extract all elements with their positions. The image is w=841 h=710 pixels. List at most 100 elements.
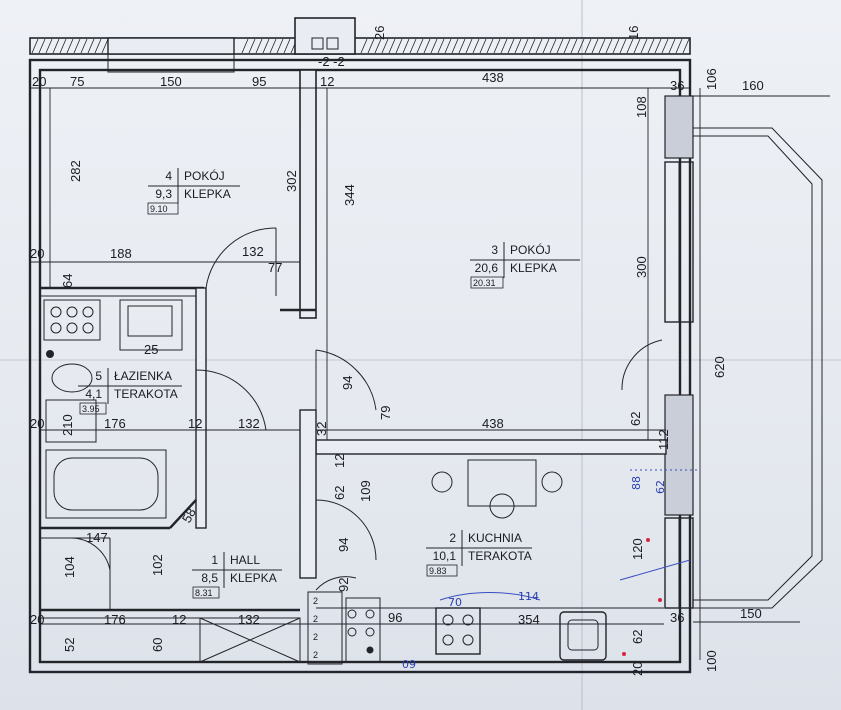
wall-hatch-line <box>80 38 88 54</box>
wall-hatch-line <box>535 38 543 54</box>
handwritten-annotations <box>439 469 700 656</box>
wall-hatch-line <box>528 38 536 54</box>
room-name: KUCHNIA <box>468 531 522 545</box>
dim-label: 12 <box>320 74 334 89</box>
wall-hatch-line <box>654 38 662 54</box>
wall-hatch-line <box>556 38 564 54</box>
wall-hatch-line <box>38 38 46 54</box>
dim-label: 210 <box>60 414 75 436</box>
dim-label: 176 <box>104 612 126 627</box>
room-number: 3 <box>491 243 498 257</box>
wall-hatch-line <box>248 38 256 54</box>
handwritten-note: 62 <box>654 480 667 494</box>
balcony <box>693 127 823 609</box>
wall-hatch-line <box>458 38 466 54</box>
dim-label: 20 <box>30 246 44 261</box>
dimension-lines <box>30 87 830 660</box>
dim-label: 109 <box>358 480 373 502</box>
wall-hatch-line <box>570 38 578 54</box>
room-measured: 20.31 <box>473 278 496 288</box>
kitchen-fixtures <box>316 459 664 663</box>
meter-label: 2 <box>313 650 318 660</box>
wall-hatch-line <box>507 38 515 54</box>
room-floor: KLEPKA <box>230 571 277 585</box>
dim-label: 52 <box>62 638 77 652</box>
room-area: 10,1 <box>433 549 457 563</box>
room-number: 1 <box>211 553 218 567</box>
wall-hatch-line <box>409 38 417 54</box>
dim-label: 132 <box>238 416 260 431</box>
room-label-3: 3 POKÓJ 20,6 KLEPKA 20.31 <box>470 242 580 289</box>
room-number: 4 <box>165 169 172 183</box>
wall-hatch-line <box>437 38 445 54</box>
bathroom-fixtures <box>43 299 183 519</box>
dim-label: 25 <box>144 342 158 357</box>
dim-label: 64 <box>60 274 75 288</box>
dim-label: 106 <box>704 68 719 90</box>
wall-hatch-line <box>59 38 67 54</box>
room-measured: 3.95 <box>82 404 100 414</box>
handwritten-note: 88 <box>630 476 643 490</box>
wall-hatch-line <box>87 38 95 54</box>
dim-label: 62 <box>630 630 645 644</box>
room-floor: KLEPKA <box>510 261 557 275</box>
room-name: HALL <box>230 553 260 567</box>
wall-hatch-line <box>612 38 620 54</box>
dim-label: 438 <box>482 70 504 85</box>
room-number: 5 <box>95 369 102 383</box>
chimney <box>294 17 356 55</box>
wall-hatch-line <box>269 38 277 54</box>
dim-label: 150 <box>740 606 762 621</box>
dim-label: 77 <box>268 260 282 275</box>
meter-labels: 2 2 2 2 <box>307 591 343 665</box>
wall-hatch-line <box>73 38 81 54</box>
wall-hatch-line <box>262 38 270 54</box>
handwritten-note: 70 <box>448 596 462 609</box>
dim-label: 75 <box>70 74 84 89</box>
room-area: 8,5 <box>201 571 218 585</box>
room-floor: TERAKOTA <box>114 387 178 401</box>
wall-hatch-line <box>66 38 74 54</box>
dim-label: 108 <box>634 96 649 118</box>
dim-label: 188 <box>110 246 132 261</box>
dim-label: 36 <box>670 610 684 625</box>
wall-hatch-line <box>661 38 669 54</box>
wall-hatch-line <box>276 38 284 54</box>
room-floor: KLEPKA <box>184 187 231 201</box>
wall-hatch-line <box>682 38 690 54</box>
wall-hatch-line <box>591 38 599 54</box>
wall-hatch-line <box>549 38 557 54</box>
wall-hatch-line <box>584 38 592 54</box>
wall-hatch-line <box>640 38 648 54</box>
room-floor: TERAKOTA <box>468 549 532 563</box>
dim-label: 120 <box>630 538 645 560</box>
chimney-flue <box>311 37 324 50</box>
dim-label: 112 <box>656 429 671 450</box>
dim-label: 300 <box>634 256 649 278</box>
outer-walls <box>28 58 692 674</box>
handwritten-notes: 88 62 114 70 09 <box>402 476 667 671</box>
dim-label: 20 <box>630 662 645 676</box>
dim-label: 96 <box>388 610 402 625</box>
room-number: 2 <box>449 531 456 545</box>
room-measured: 8.31 <box>195 588 213 598</box>
dim-label: 60 <box>150 638 165 652</box>
dimension-labels: 26 16 -2 -2 20 75 150 95 12 438 36 106 1… <box>30 26 764 676</box>
wall-hatch-line <box>381 38 389 54</box>
dim-label: 79 <box>378 406 393 420</box>
room-measured: 9.10 <box>150 204 168 214</box>
wall-hatch-line <box>472 38 480 54</box>
meter-label: 2 <box>313 596 318 606</box>
wall-hatch-line <box>598 38 606 54</box>
dim-label: 438 <box>482 416 504 431</box>
dim-label: 92 <box>336 578 351 592</box>
dim-label: 102 <box>150 554 165 576</box>
wall-hatch-line <box>486 38 494 54</box>
room-label-1: 1 HALL 8,5 KLEPKA 8.31 <box>192 552 282 599</box>
wall-hatch-line <box>52 38 60 54</box>
wall-hatch-line <box>416 38 424 54</box>
wall-hatch-line <box>542 38 550 54</box>
wall-hatch-line <box>514 38 522 54</box>
wall-hatch-line <box>619 38 627 54</box>
dim-label: 95 <box>252 74 266 89</box>
